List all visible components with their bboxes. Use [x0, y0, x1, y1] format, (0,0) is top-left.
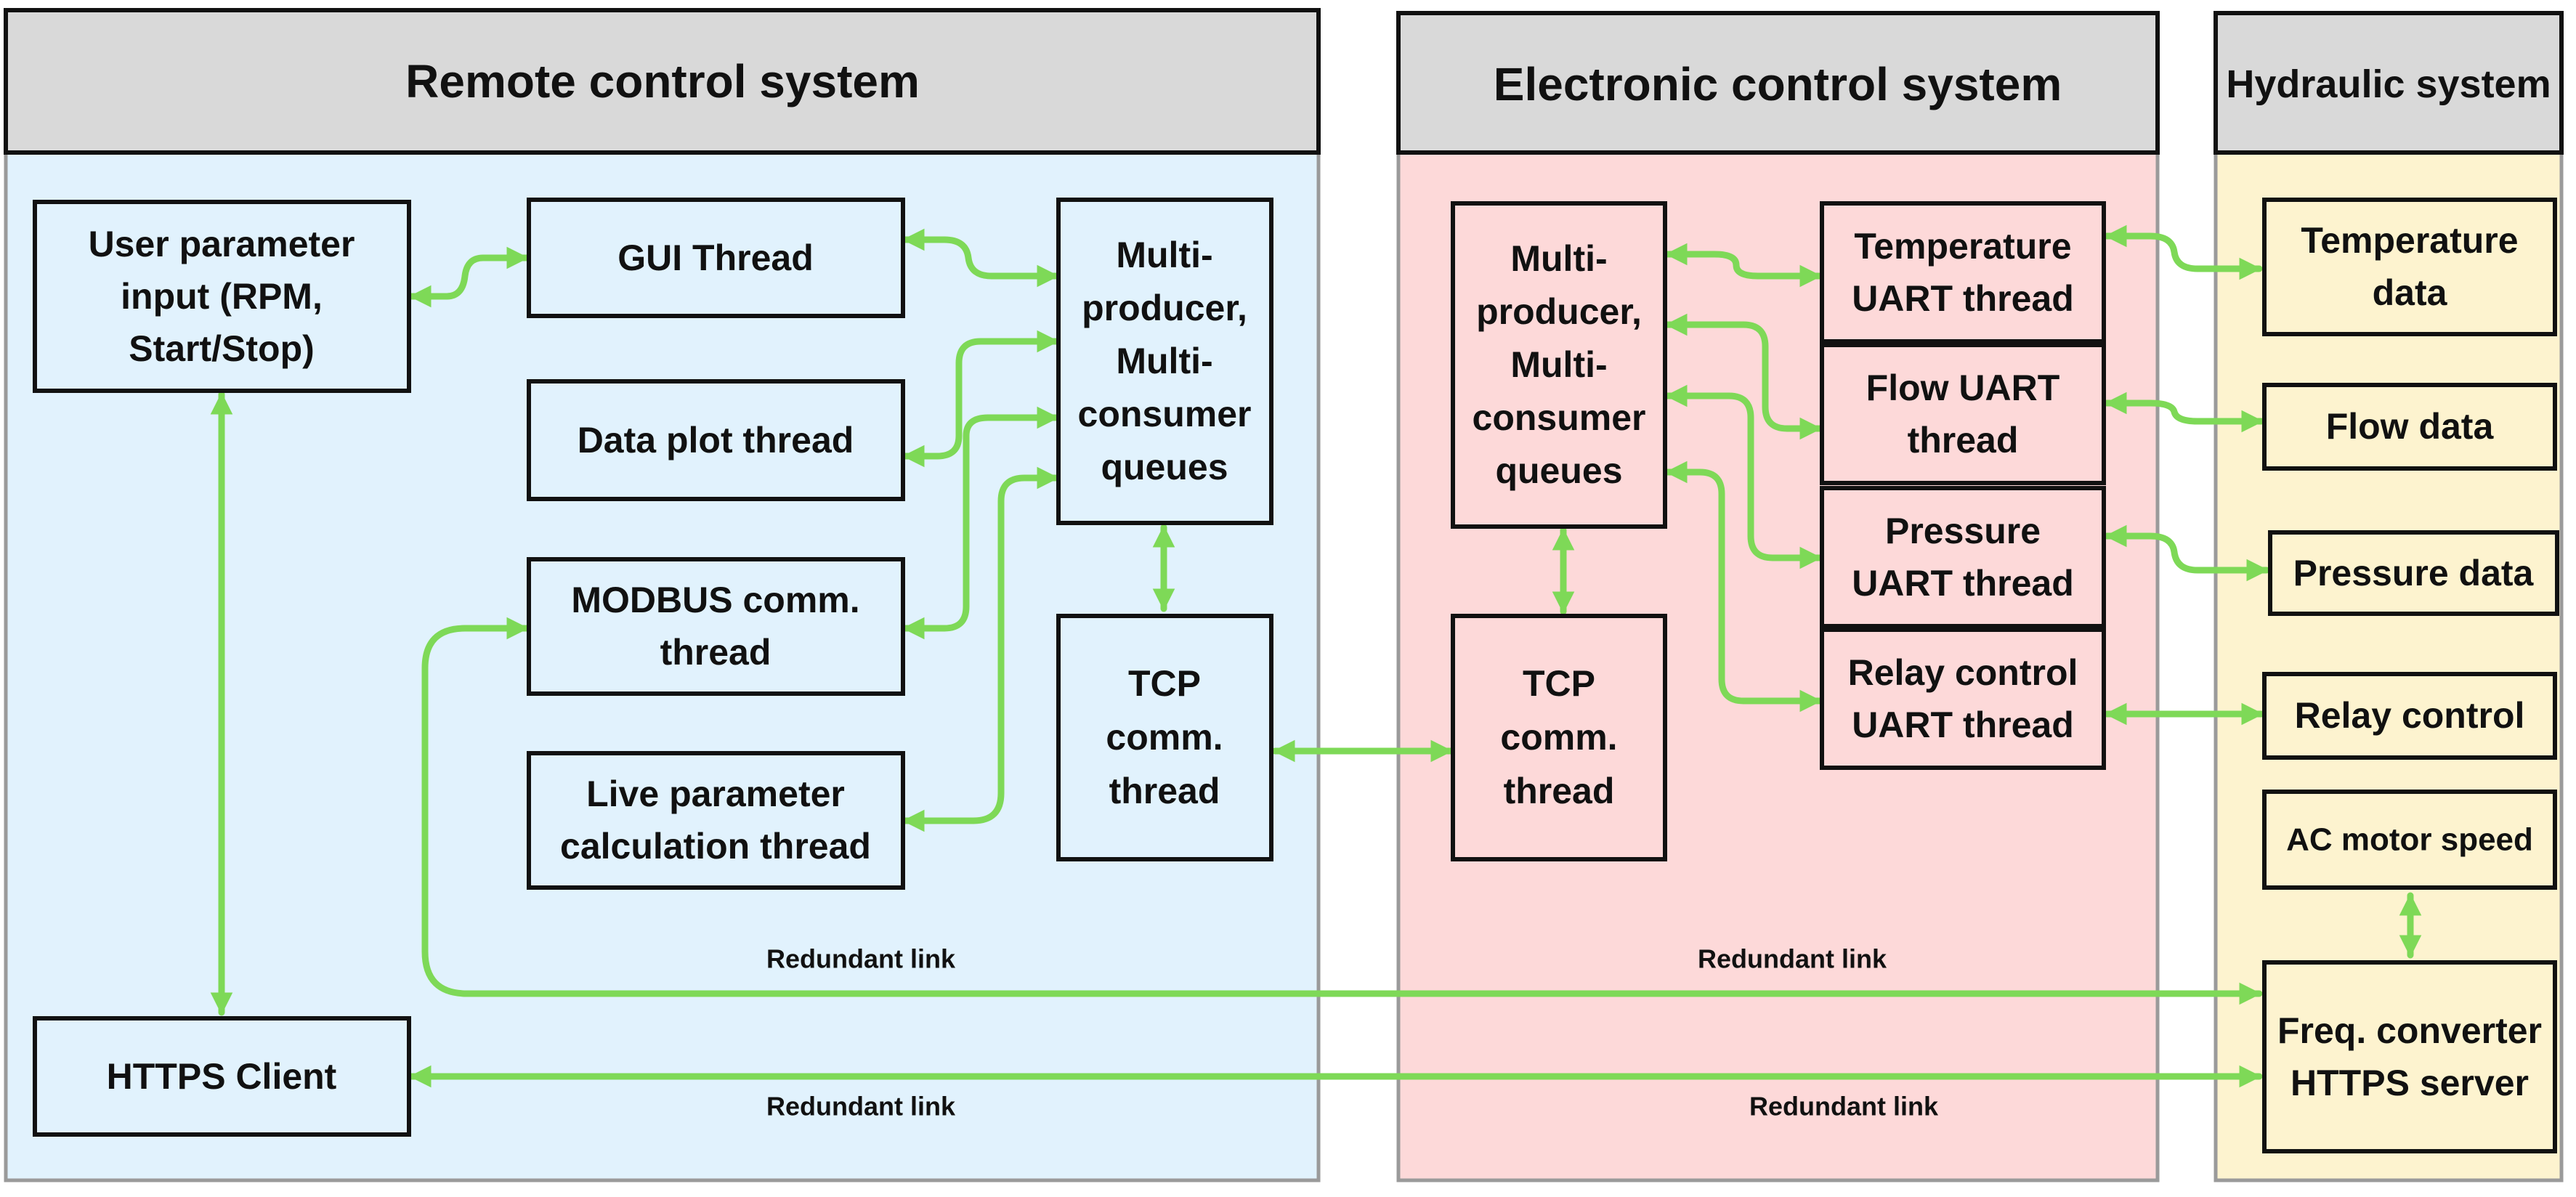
redundant-link-label: Redundant link: [1749, 1092, 1939, 1121]
node-label-line: consumer: [1078, 394, 1252, 434]
node-label-line: Multi-: [1510, 344, 1607, 385]
node-label-line: calculation thread: [560, 826, 871, 867]
modbus-thread-box: MODBUS comm. thread: [527, 557, 905, 696]
svg-text:AC motor speed: AC motor speed: [2286, 822, 2533, 858]
node-label-line: Relay control: [1848, 652, 2078, 693]
temperature-data-box: Temperature data: [2262, 198, 2557, 336]
node-label-line: TCP: [1128, 663, 1201, 704]
redundant-link-label: Redundant link: [766, 1092, 956, 1121]
redundant-link-label: Redundant link: [1698, 944, 1887, 974]
arrow-gui-queues-remote: [901, 228, 1061, 288]
svg-text:Relay control: Relay control: [2295, 695, 2525, 736]
arrow-temp-tempdata: [2103, 224, 2263, 280]
hydraulic-title: Hydraulic system: [2226, 62, 2551, 106]
queues-remote-box: Multi-producer, Multi-consumer queues: [1056, 198, 1273, 525]
node-label-line: thread: [1109, 771, 1220, 811]
node-label-line: Pressure: [1885, 511, 2041, 551]
pressure-data-box: Pressure data: [2268, 530, 2559, 616]
node-label-line: thread: [1504, 771, 1615, 811]
flow-data-box: Flow data: [2262, 383, 2557, 471]
flow-uart-box: Flow UART thread: [1820, 343, 2106, 485]
user-parameter-input-box: User parameter input (RPM, Start/Stop): [33, 200, 411, 393]
node-label-line: Pressure data: [2293, 553, 2535, 593]
node-label-line: TCP: [1523, 663, 1595, 704]
svg-text:Pressure data: Pressure data: [2293, 553, 2535, 593]
svg-text:MODBUS comm.thread: MODBUS comm. thread: [571, 580, 859, 673]
live-parameter-thread-box: Live parameter calculation thread: [527, 751, 905, 890]
node-label-line: User parameter: [89, 224, 355, 264]
node-label-line: queues: [1101, 447, 1228, 487]
svg-text:Flow data: Flow data: [2326, 406, 2495, 447]
node-label-line: producer,: [1082, 288, 1247, 328]
node-label-line: Flow data: [2326, 406, 2495, 447]
node-label-line: UART thread: [1852, 563, 2074, 604]
arrow-modbus-freq-redundant: [421, 617, 2263, 1005]
tcp-remote-box: TCP comm. thread: [1056, 614, 1273, 861]
svg-text:HTTPS Client: HTTPS Client: [107, 1056, 337, 1097]
node-label-line: producer,: [1476, 291, 1642, 332]
node-label-line: Freq. converter: [2277, 1010, 2542, 1051]
queues-electronic-box: Multi-producer, Multi-consumer queues: [1451, 201, 1667, 529]
node-label-line: HTTPS server: [2291, 1063, 2529, 1103]
node-label-line: HTTPS Client: [107, 1056, 337, 1097]
https-client-box: HTTPS Client: [33, 1016, 411, 1137]
electronic-control-title: Electronic control system: [1494, 58, 2062, 110]
node-label-line: Multi-: [1510, 238, 1607, 279]
node-label-line: UART thread: [1852, 278, 2074, 319]
gui-thread-box: GUI Thread: [527, 198, 905, 318]
node-label-line: GUI Thread: [617, 238, 813, 278]
node-label-line: Multi-: [1116, 341, 1212, 381]
node-label-line: Temperature: [2301, 220, 2518, 261]
node-label-line: consumer: [1473, 397, 1646, 438]
node-label-line: AC motor speed: [2286, 822, 2533, 858]
arrow-user-gui: [408, 246, 530, 308]
remote-control-title: Remote control system: [405, 55, 920, 107]
node-label-line: UART thread: [1852, 705, 2074, 745]
node-label-line: thread: [660, 632, 771, 673]
arrow-flow-flowdata: [2103, 391, 2265, 433]
data-plot-thread-box: Data plot thread: [527, 379, 905, 501]
node-label-line: Data plot thread: [578, 420, 854, 460]
node-label-line: comm.: [1500, 717, 1617, 758]
node-label-line: thread: [1908, 420, 2019, 460]
node-label-line: data: [2373, 272, 2448, 313]
ac-motor-speed-box: AC motor speed: [2262, 790, 2557, 890]
svg-text:GUI Thread: GUI Thread: [617, 238, 813, 278]
node-label-line: comm.: [1106, 717, 1223, 758]
node-label-line: queues: [1495, 450, 1622, 491]
connectors: [210, 224, 2422, 1088]
tcp-electronic-box: TCP comm. thread: [1451, 614, 1667, 861]
svg-text:Data plot thread: Data plot thread: [578, 420, 854, 460]
arrow-queues-temp: [1664, 243, 1823, 288]
node-label-line: Start/Stop): [129, 328, 315, 369]
redundant-link-label: Redundant link: [766, 944, 956, 974]
relay-control-box: Relay control: [2262, 672, 2557, 760]
node-label-line: MODBUS comm.: [571, 580, 859, 620]
node-label-line: Multi-: [1116, 235, 1212, 275]
node-label-line: input (RPM,: [121, 276, 323, 317]
arrow-pressure-pressuredata: [2103, 524, 2270, 582]
node-label-line: Temperature: [1854, 226, 2071, 267]
node-label-line: Flow UART: [1866, 368, 2060, 408]
node-label-line: Live parameter: [586, 774, 845, 814]
node-label-line: Relay control: [2295, 695, 2525, 736]
